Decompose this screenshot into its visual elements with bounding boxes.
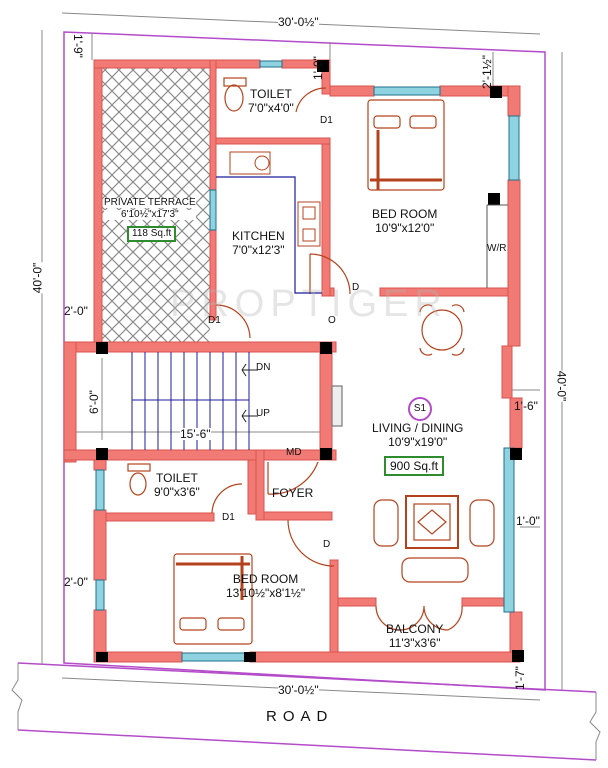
foyer-label: FOYER bbox=[272, 486, 314, 500]
stair-down-label: DN bbox=[256, 362, 271, 373]
top-right-setback: 2'-1½" bbox=[479, 55, 494, 89]
room-name: PRIVATE TERRACE bbox=[104, 197, 196, 208]
room-size: 13'10½"x8'1½" bbox=[226, 586, 306, 600]
door-d-bedroom-top: D bbox=[352, 282, 360, 293]
room-name: BALCONY bbox=[386, 622, 444, 636]
right-lower-setback: 1'-0" bbox=[516, 514, 540, 528]
walls bbox=[63, 59, 523, 663]
door-swings bbox=[211, 87, 463, 631]
kitchen-counter bbox=[216, 151, 322, 294]
terrace-area-badge: 118 Sq.ft bbox=[127, 226, 177, 242]
private-terrace-label: PRIVATE TERRACE 6'10½"x17'3" bbox=[104, 198, 196, 220]
watermark: PROPTIGER bbox=[170, 283, 448, 325]
living-area-badge: 900 Sq.ft bbox=[384, 456, 445, 476]
bottom-right-setback: 1'-7" bbox=[512, 666, 527, 690]
left-height-dimension: 40'-0" bbox=[30, 262, 45, 294]
left-upper-setback: 2'-0" bbox=[64, 304, 88, 318]
room-size: 11'3"x3'6" bbox=[388, 636, 441, 650]
toilet-1-label: TOILET 7'0"x4'0" bbox=[248, 88, 294, 114]
windows bbox=[95, 60, 520, 662]
room-size: 7'0"x4'0" bbox=[248, 101, 294, 115]
room-size: 6'10½"x17'3" bbox=[104, 210, 196, 220]
bedroom-2-label: BED ROOM 13'10½"x8'1½" bbox=[226, 573, 305, 599]
room-size: 7'0"x12'3" bbox=[232, 243, 285, 257]
door-o-kitchen: O bbox=[328, 315, 336, 326]
stair-width-dimension: 6'-0" bbox=[86, 390, 101, 414]
stair-length-dimension: 15'-6" bbox=[180, 427, 211, 441]
room-name: TOILET bbox=[250, 87, 292, 101]
balcony-label: BALCONY 11'3"x3'6" bbox=[386, 623, 443, 649]
room-name: LIVING / DINING bbox=[372, 421, 464, 435]
top-width-dimension: 30'-0½" bbox=[278, 15, 319, 29]
kitchen-label: KITCHEN 7'0"x12'3" bbox=[232, 230, 285, 256]
s1-tag: S1 bbox=[408, 397, 432, 421]
room-name: TOILET bbox=[156, 471, 198, 485]
furniture bbox=[127, 77, 495, 645]
door-d1-toilet-top: D1 bbox=[320, 115, 333, 126]
toilet-2-label: TOILET 9'0"x3'6" bbox=[154, 472, 200, 498]
door-d1-toilet-bottom: D1 bbox=[222, 512, 235, 523]
room-name: BED ROOM bbox=[372, 207, 438, 221]
door-d1-terrace: D1 bbox=[208, 315, 221, 326]
right-height-dimension: 40'-0" bbox=[554, 370, 569, 402]
staircase bbox=[131, 352, 258, 450]
door-md-main: MD bbox=[286, 447, 302, 458]
room-size: 10'9"x19'0" bbox=[388, 435, 448, 449]
stair-up-label: UP bbox=[256, 408, 270, 419]
door-d-bedroom-bottom: D bbox=[323, 539, 331, 550]
top-left-setback: 1'-9" bbox=[70, 34, 85, 58]
road-label: ROAD bbox=[266, 708, 334, 725]
living-dining-label: LIVING / DINING 10'9"x19'0" bbox=[372, 422, 463, 448]
room-size: 10'9"x12'0" bbox=[375, 221, 435, 235]
top-mid-setback: 1'-0" bbox=[310, 56, 325, 80]
bottom-width-dimension: 30'-0½" bbox=[278, 683, 319, 697]
bedroom-1-label: BED ROOM 10'9"x12'0" bbox=[372, 208, 437, 234]
left-lower-setback: 2'-0" bbox=[64, 575, 88, 589]
columns bbox=[96, 60, 524, 662]
room-name: KITCHEN bbox=[232, 229, 285, 243]
wardrobe-label: W/R bbox=[487, 243, 507, 254]
room-size: 9'0"x3'6" bbox=[154, 485, 200, 499]
right-upper-setback: 1'-6" bbox=[514, 399, 538, 413]
room-name: BED ROOM bbox=[232, 572, 299, 586]
